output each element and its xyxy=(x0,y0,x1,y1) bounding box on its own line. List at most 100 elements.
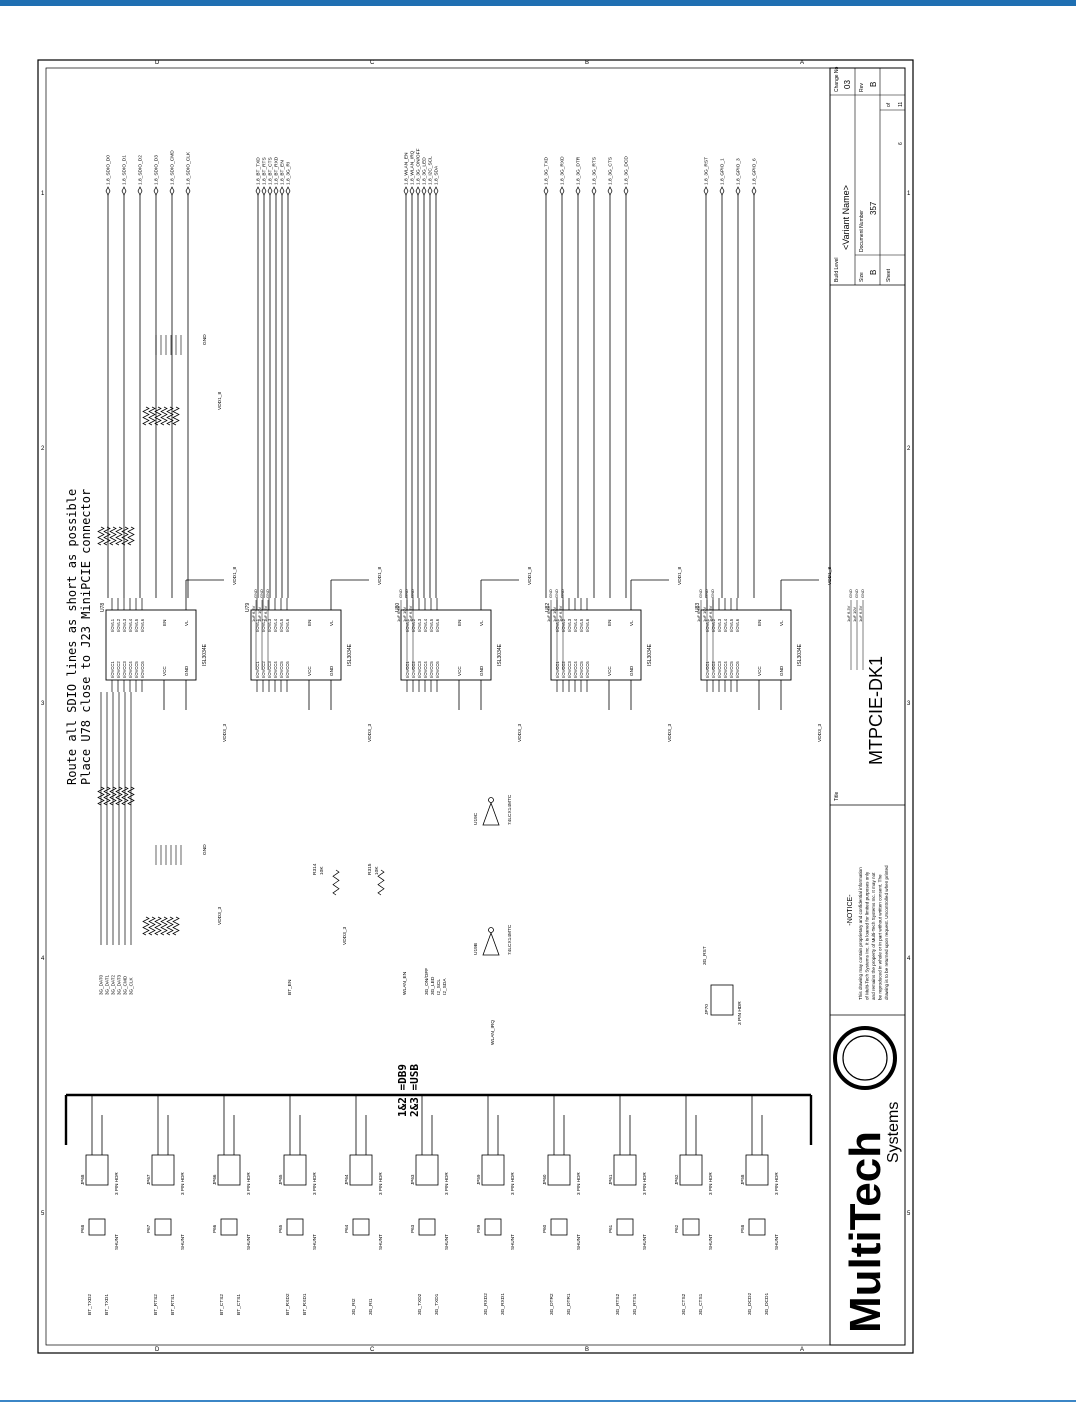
resistor-icon xyxy=(109,786,117,806)
vdd33-label: VDD3_3 xyxy=(217,907,223,925)
jumper-shunt-ref: P59 xyxy=(476,1224,481,1233)
inverter-ref: U19B xyxy=(473,943,479,955)
jumper-ref: JP66 xyxy=(212,1174,217,1185)
level-translator-u78: U78ISL3034EI/OVCC1I/OVL1I/OVCC2I/OVL2I/O… xyxy=(100,567,270,742)
jumper-header-label: 3 PIN HDR xyxy=(114,1172,119,1195)
cap-value: 1uF 6.3V xyxy=(251,605,256,622)
chip-pin-label: I/OVCC6 xyxy=(735,661,740,678)
sdio-net-label: 1.8_SDIO_CMD xyxy=(170,150,176,185)
jumper-shunt-body xyxy=(286,1218,304,1236)
chip-pin-label: I/OVCC2 xyxy=(561,661,566,678)
resistor-icon xyxy=(148,916,156,936)
bt-net-port-icon xyxy=(273,186,279,196)
chip-pin-label: I/OVCC4 xyxy=(128,661,133,678)
sheet-frame xyxy=(37,59,914,1354)
jumper-shunt-body xyxy=(352,1218,370,1236)
level-translator-u83: U83ISL3034EI/OVCC1I/OVL1I/OVCC2I/OVL2I/O… xyxy=(695,567,865,742)
bt-net-port-icon xyxy=(267,186,273,196)
change-no-label: Change No xyxy=(834,66,840,92)
left-signal-3g-onoff: 3G_ON/OFF xyxy=(424,968,430,995)
jumper-header-body xyxy=(217,1154,241,1186)
jumper-header-label: 3 PIN HDR xyxy=(576,1172,581,1195)
chip-pin-label: I/OVL2 xyxy=(711,618,716,632)
jumper-shunt-ref: P63 xyxy=(410,1224,415,1233)
sdio-left-label: 3G_DAT2 xyxy=(111,974,116,995)
chip-pin-label: I/OVCC3 xyxy=(567,661,572,678)
bottom-accent-line xyxy=(0,1400,1076,1402)
border-letter-top: D xyxy=(155,60,160,66)
chip-vcc: VCC xyxy=(457,666,462,676)
chip-vl: VL xyxy=(629,620,634,626)
chip-pin-label: I/OVL5 xyxy=(134,618,139,632)
jumper-signal-b: 3G_TXD1 xyxy=(434,1293,440,1315)
bt-net-port-icon xyxy=(285,186,291,196)
vdd18-net: VDD1_8 xyxy=(677,567,683,585)
jumper-header-body xyxy=(613,1154,637,1186)
chip-pin-label: I/OVCC4 xyxy=(423,661,428,678)
jumper-header-body xyxy=(481,1154,505,1186)
gpio-net-label: 1.8_GPIO_6 xyxy=(752,158,758,185)
sdio-net-label: 1.8_SDIO_D2 xyxy=(138,155,144,185)
chip-part: ISL3034E xyxy=(647,643,653,666)
jumper-signal-b: 3G_CTS1 xyxy=(698,1293,704,1315)
jumper-header-body xyxy=(415,1154,439,1186)
gpio-net-port-icon xyxy=(735,186,741,196)
chip-pin-label: I/OVCC2 xyxy=(711,661,716,678)
chip-pin-label: I/OVCC1 xyxy=(705,661,710,678)
resistor-icon xyxy=(121,786,129,806)
chip-pin-label: I/OVL5 xyxy=(279,618,284,632)
chip-ref: U83 xyxy=(695,603,701,612)
chip-pin-label: I/OVL3 xyxy=(417,618,422,632)
border-number-left: 3 xyxy=(41,701,45,707)
chip-pin-label: I/OVL2 xyxy=(261,618,266,632)
chip-pin-label: I/OVL5 xyxy=(729,618,734,632)
gpio-net-label: 1.8_3G_RST xyxy=(704,157,710,185)
chip-part: ISL3034E xyxy=(797,643,803,666)
cap-value: 1uF 6.3V xyxy=(396,605,401,622)
resistor-icon xyxy=(166,916,174,936)
jumper-ref: JP60 xyxy=(542,1174,547,1185)
chip-body xyxy=(250,609,342,681)
resistor-icon xyxy=(97,526,105,546)
wlan-net-label: 1.8_WLAN_EN xyxy=(404,152,410,185)
chip-pin-label: I/OVL2 xyxy=(116,618,121,632)
gnd-label: GND xyxy=(560,589,565,598)
header-jp70 xyxy=(710,984,734,1016)
gnd-label: GND xyxy=(259,589,264,598)
resistor-icon xyxy=(172,406,180,426)
chip-pin-label: I/OVL4 xyxy=(723,618,728,632)
jumper-header-label: 3 PIN HDR xyxy=(708,1172,713,1195)
vdd33-net: VDD3_3 xyxy=(817,724,823,742)
chip-body xyxy=(105,609,197,681)
resistor-icon xyxy=(154,916,162,936)
jumper-signal-a: BT_TXD2 xyxy=(87,1294,93,1315)
inverter-part: 74LCX14MTC xyxy=(507,924,513,955)
gnd-label: GND xyxy=(265,589,270,598)
jumper-shunt-body xyxy=(748,1218,766,1236)
jumper-signal-b: 3G_RTS1 xyxy=(632,1293,638,1315)
gpio-net-port-icon xyxy=(719,186,725,196)
sheet-inner-frame xyxy=(45,67,906,1346)
jumper-ref: JP59 xyxy=(476,1174,481,1185)
chip-ref: U80 xyxy=(395,603,401,612)
gnd-label: GND xyxy=(202,844,208,855)
sdio-left-label: 3G_DAT1 xyxy=(105,974,110,995)
resistor-icon xyxy=(148,406,156,426)
jumper-signal-b: 3G_DCD1 xyxy=(764,1293,770,1315)
chip-pin-label: I/OVL1 xyxy=(555,618,560,632)
chip-pin-label: I/OVCC5 xyxy=(729,661,734,678)
chip-pin-label: I/OVL6 xyxy=(585,618,590,632)
bt-net-port-icon xyxy=(255,186,261,196)
border-letter-bottom: D xyxy=(155,1347,160,1353)
vdd18-label: VDD1_8 xyxy=(217,392,223,410)
chip-part: ISL3034E xyxy=(347,643,353,666)
route-note-1: Route all SDIO lines as short as possibl… xyxy=(65,489,79,785)
wlan-net-port-icon xyxy=(415,186,421,196)
wlan-net-label: 1.8_SDA xyxy=(434,165,440,185)
notice-line: drawing is to be returned upon request. … xyxy=(884,865,889,1000)
jumper-shunt-label: SHUNT xyxy=(576,1234,581,1250)
